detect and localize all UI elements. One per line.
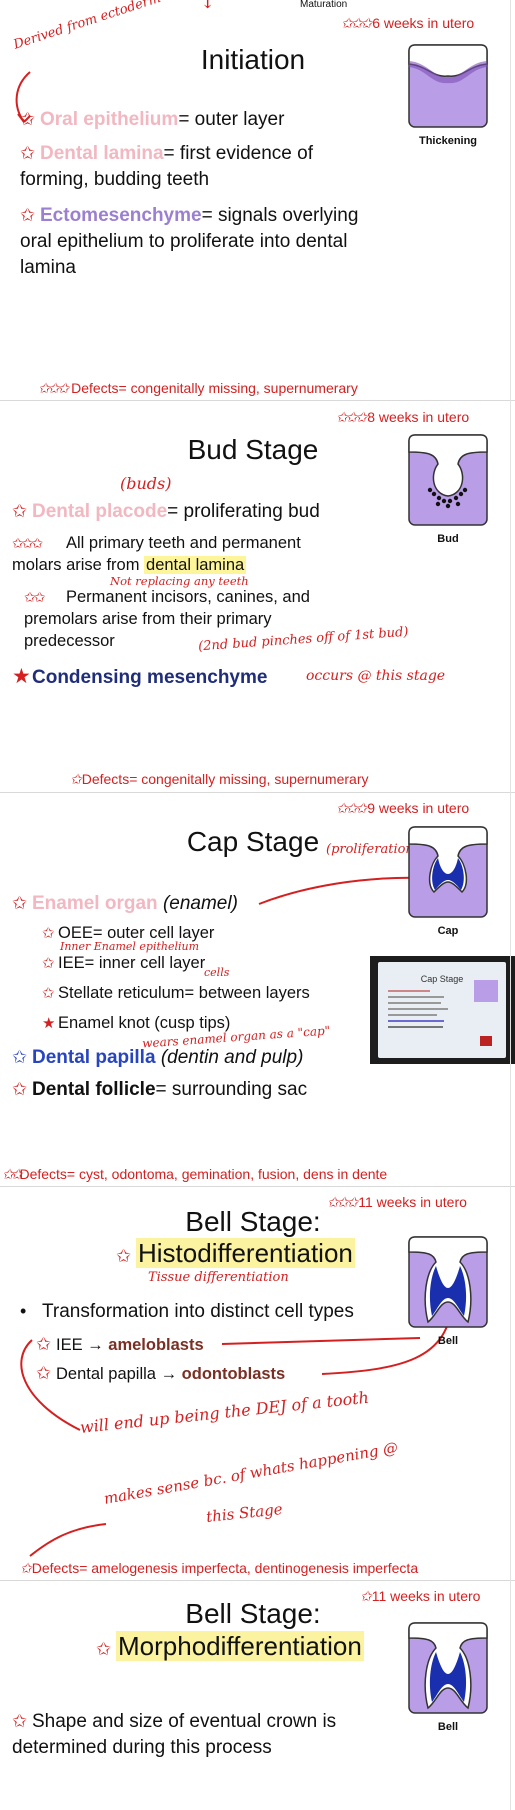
tooth-illustration-cap: Cap (408, 826, 488, 950)
cap-diagram (408, 826, 488, 918)
slide-divider (0, 1186, 515, 1187)
defects-cap: ✩✩Defects= cyst, odontoma, gemination, f… (2, 1166, 388, 1182)
star-icon: ✩ (96, 1639, 112, 1659)
handwritten-this-stage: this Stage (205, 1500, 284, 1526)
star-icon: ★ (42, 1015, 56, 1032)
cap-sub-stellate: ✩Stellate reticulum= between layers (42, 982, 310, 1005)
tooth-illustration-bud: Bud (408, 434, 488, 554)
bud-item-permanent-incisors: ✩✩Permanent incisors, canines, and premo… (24, 588, 310, 650)
cap-sub-enamel-knot: ★Enamel knot (cusp tips) (42, 1012, 230, 1035)
star-icon: ✩ (42, 985, 55, 1002)
bell-histo-subtitle: ✩Histodifferentiation (116, 1238, 355, 1268)
bud-diagram (408, 434, 488, 526)
initiation-item-dental-lamina: ✩Dental lamina= first evidence of formin… (20, 140, 360, 193)
bell-histo-item-transformation: •Transformation into distinct cell types (20, 1301, 354, 1322)
thumbnail-lines (388, 990, 458, 1028)
bell-histo-diagram (408, 1236, 488, 1328)
handwritten-buds-note: (buds) (120, 474, 172, 493)
image-caption-bell-morpho: Bell (437, 1721, 459, 1733)
cap-item-dental-papilla: ✩Dental papilla (dentin and pulp) (12, 1044, 352, 1071)
thickening-diagram (408, 44, 488, 128)
star-icon: ✩ (12, 1047, 28, 1067)
bell-histo-item-iee: ✩IEE → ameloblasts (36, 1334, 204, 1354)
weeks-label-bud: ✩✩✩8 weeks in utero (336, 409, 470, 425)
slide-divider (0, 792, 515, 793)
section-title-bud: Bud Stage (187, 434, 319, 465)
bell-morpho-diagram (408, 1622, 488, 1714)
weeks-label-bell-histo: ✩✩✩11 weeks in utero (327, 1194, 467, 1210)
star-icon: ✩ (36, 1334, 52, 1354)
star-icon: ✩ (20, 143, 36, 163)
star-icon: ✩ (12, 501, 28, 521)
handwritten-cells: cells (204, 966, 230, 979)
tooth-illustration-bell-morpho: Bell (408, 1622, 488, 1746)
slide-divider (0, 400, 515, 401)
section-title-cap: Cap Stage (186, 826, 320, 857)
handwritten-arrow-makes-sense (29, 1523, 107, 1557)
star-icon: ✩ (42, 925, 55, 942)
thumbnail-slide: Cap Stage (378, 962, 506, 1058)
image-caption-cap: Cap (437, 925, 459, 937)
defects-initiation: ✩✩✩ Defects= congenitally missing, super… (38, 380, 358, 396)
cap-sub-oee: ✩OEE= outer cell layer (42, 922, 214, 945)
star-icon: ★ (12, 665, 31, 688)
star-icon: ✩ (116, 1246, 132, 1266)
weeks-label-cap: ✩✩✩9 weeks in utero (336, 800, 470, 816)
defects-bud: ✩Defects= congenitally missing, supernum… (70, 771, 369, 787)
tooth-illustration-thickening: Thickening (408, 44, 488, 147)
defects-bell: ✩Defects= amelogenesis imperfecta, denti… (20, 1560, 419, 1576)
image-caption-thickening: Thickening (418, 135, 478, 147)
handwritten-arrow-top: ↓ (200, 0, 216, 13)
star-icon: ✩ (42, 955, 55, 972)
bell-morpho-item-shape: ✩Shape and size of eventual crown is det… (12, 1708, 392, 1761)
bud-item-primary-teeth: ✩✩✩All primary teeth and permanent molar… (12, 534, 301, 574)
handwritten-occurs-note: occurs @ this stage (306, 668, 446, 684)
bell-morpho-subtitle: ✩Morphodifferentiation (96, 1631, 364, 1661)
bud-item-condensing-mesenchyme: ★Condensing mesenchyme (12, 665, 268, 688)
slide-divider (0, 1580, 515, 1581)
handwritten-tissue-diff: Tissue differentiation (148, 1270, 289, 1285)
handwritten-arrow-derived (15, 71, 31, 123)
star-icon: ✩ (20, 109, 36, 129)
cap-item-dental-follicle: ✩Dental follicle= surrounding sac (12, 1076, 352, 1103)
weeks-label-bell-morpho: ✩11 weeks in utero (360, 1588, 481, 1604)
star-icon: ✩✩✩ (12, 535, 43, 551)
right-edge-line (510, 0, 511, 1810)
thumbnail-title: Cap Stage (420, 974, 464, 984)
star-icon: ✩ (20, 205, 36, 225)
handwritten-not-replacing: Not replacing any teeth (110, 574, 249, 588)
initiation-item-ectomesenchyme: ✩Ectomesenchyme= signals overlying oral … (20, 202, 390, 281)
cap-item-enamel-organ: ✩Enamel organ (enamel) (12, 890, 312, 917)
tooth-illustration-bell-histo: Bell (408, 1236, 488, 1360)
star-icon: ✩ (36, 1363, 52, 1383)
bud-item-dental-placode: ✩Dental placode= proliferating bud (12, 498, 372, 525)
section-title-bell-morpho: Bell Stage: (185, 1598, 321, 1629)
star-icon: ✩ (12, 1079, 28, 1099)
initiation-item-oral-epithelium: ✩Oral epithelium= outer layer (20, 106, 350, 133)
star-icon: ✩ (12, 1711, 28, 1731)
image-caption-bud: Bud (437, 533, 459, 545)
star-icon: ✩ (12, 893, 28, 913)
cap-sub-iee: ✩IEE= inner cell layer (42, 952, 205, 975)
top-cut-label: Maturation (300, 0, 348, 10)
bell-histo-item-papilla: ✩Dental papilla → odontoblasts (36, 1363, 286, 1383)
handwritten-inner-enamel: Inner Enamel epithelium (60, 940, 200, 953)
weeks-label-initiation: ✩✩✩6 weeks in utero (341, 15, 475, 31)
dental-lamina-highlight: dental lamina (144, 556, 247, 574)
star-icon: ✩✩ (24, 589, 45, 605)
image-caption-bell-histo: Bell (437, 1335, 459, 1347)
section-title-bell-histo: Bell Stage: (185, 1206, 321, 1237)
section-title-initiation: Initiation (200, 44, 306, 75)
cap-stage-thumbnail: Cap Stage (370, 956, 515, 1064)
handwritten-proliferation: (proliferation) (326, 842, 419, 857)
